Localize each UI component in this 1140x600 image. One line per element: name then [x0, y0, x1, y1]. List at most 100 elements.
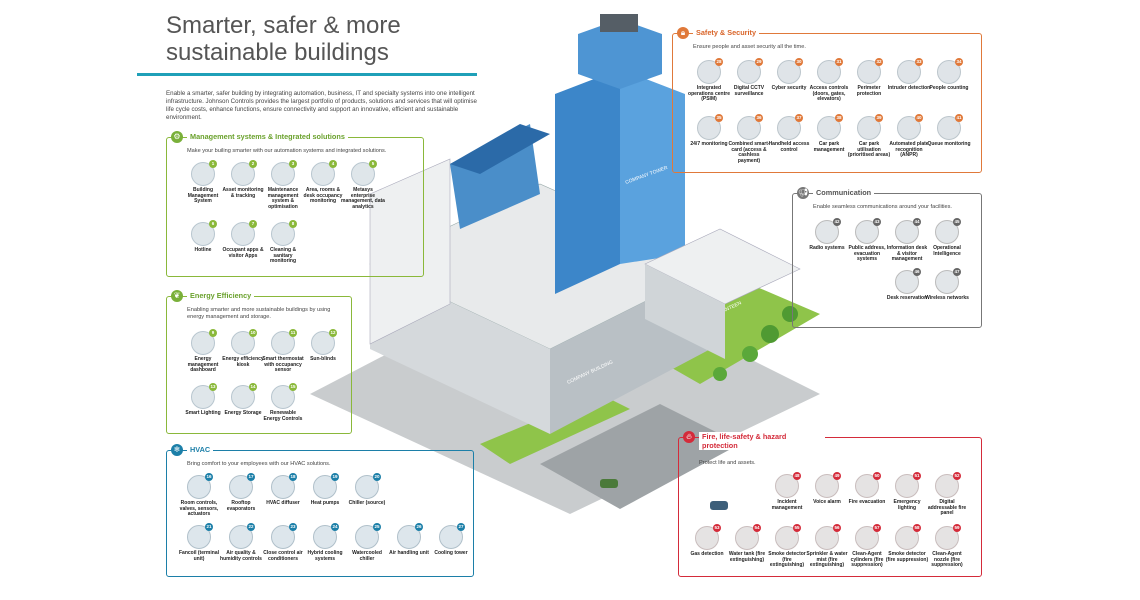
- tower-upper: [578, 19, 662, 89]
- lock-icon: 🔒︎: [677, 27, 689, 39]
- item-number-badge: 51: [913, 472, 921, 480]
- panel-desc: Ensure people and asset security all the…: [693, 44, 806, 50]
- building-management-icon: 1: [191, 160, 217, 186]
- parking-utilisation-icon: 39: [857, 114, 883, 140]
- occupancy-icon: 4: [311, 160, 337, 186]
- item-number-badge: 24: [331, 523, 339, 531]
- monitoring-icon: 35: [697, 114, 723, 140]
- item-number-badge: 1: [209, 160, 217, 168]
- item-number-badge: 16: [205, 473, 213, 481]
- plate-recognition-icon: 40: [897, 114, 923, 140]
- panel-title: Safety & Security: [693, 28, 760, 37]
- speaker-icon: 43: [855, 218, 881, 244]
- page-title: Smarter, safer & more sustainable buildi…: [166, 12, 401, 66]
- canteen-roof: [644, 228, 801, 305]
- item-number-badge: 26: [415, 523, 423, 531]
- item-number-badge: 14: [249, 383, 257, 391]
- tower-left-face: [555, 69, 620, 294]
- phone-icon: 6: [191, 220, 217, 246]
- cyber-security-icon: 30: [777, 58, 803, 84]
- item-number-badge: 6: [209, 220, 217, 228]
- item-number-badge: 38: [835, 114, 843, 122]
- item-number-badge: 20: [373, 473, 381, 481]
- radio-icon: 42: [815, 218, 841, 244]
- maintenance-icon: 3: [271, 160, 297, 186]
- panel-desc: Enabling smarter and more sustainable bu…: [187, 307, 331, 320]
- item-number-badge: 28: [715, 58, 723, 66]
- car: [710, 501, 728, 510]
- item-number-badge: 56: [833, 524, 841, 532]
- item-number-badge: 42: [833, 218, 841, 226]
- desk-icon: 46: [895, 268, 921, 294]
- title-line-2: sustainable buildings: [166, 39, 389, 66]
- operations-centre-icon: 28: [697, 58, 723, 84]
- item-number-badge: 40: [915, 114, 923, 122]
- item-number-badge: 57: [873, 524, 881, 532]
- item-number-badge: 21: [205, 523, 213, 531]
- canteen-front: [645, 264, 725, 359]
- building-illustration: COMPANY TOWER COMPANY BUILDING CANTEEN: [310, 14, 820, 514]
- item-number-badge: 45: [953, 218, 961, 226]
- analytics-icon: 5: [351, 160, 377, 186]
